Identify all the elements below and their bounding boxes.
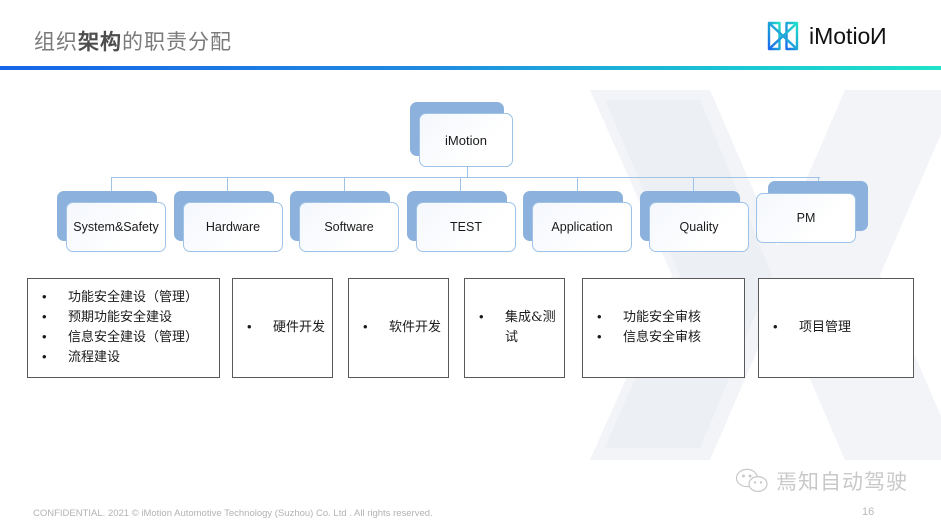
wechat-watermark-label: 焉知自动驾驶 [776,471,908,494]
footer-confidential-text: CONFIDENTIAL. 2021 © iMotion Automotive … [33,508,433,519]
duty-item: 预期功能安全建设 [40,307,213,328]
duty-item: 信息安全审核 [595,327,738,348]
duty-box-system-safety: 功能安全建设（管理） 预期功能安全建设 信息安全建设（管理） 流程建设 [27,278,220,378]
org-node-root[interactable]: iMotion [410,102,513,167]
org-node-label-software: Software [299,202,399,252]
duty-box-quality: 功能安全审核 信息安全审核 [582,278,745,378]
connector-drop-test [460,177,462,191]
org-node-test[interactable]: TEST [407,191,516,252]
org-node-software[interactable]: Software [290,191,399,252]
org-node-quality[interactable]: Quality [640,191,749,252]
duty-list-test: 集成&测试 [465,307,564,348]
duty-list-software: 软件开发 [349,317,448,338]
duty-box-pm: 项目管理 [758,278,914,378]
connector-drop-system-safety [111,177,113,191]
duty-list-quality: 功能安全审核 信息安全审核 [583,307,744,348]
org-node-label-application: Application [532,202,632,252]
org-node-system-safety[interactable]: System&Safety [57,191,166,252]
brand-wordmark-reversed-n: N [870,22,887,49]
org-node-label-pm: PM [756,193,856,243]
wechat-watermark: 焉知自动驾驶 [735,466,908,496]
duty-list-pm: 项目管理 [759,317,913,338]
duty-box-test: 集成&测试 [464,278,565,378]
duty-item: 信息安全建设（管理） [40,327,213,348]
org-node-hardware[interactable]: Hardware [174,191,283,252]
connector-drop-quality [693,177,695,191]
duty-item: 功能安全建设（管理） [40,287,213,308]
duty-item: 流程建设 [40,347,213,368]
connector-drop-software [344,177,346,191]
org-node-pm[interactable]: PM [756,181,868,243]
page-title-part-2: 的职责分配 [122,31,232,54]
duty-box-software: 软件开发 [348,278,449,378]
org-node-label-hardware: Hardware [183,202,283,252]
duty-list-hardware: 硬件开发 [233,317,332,338]
connector-drop-hardware [227,177,229,191]
brand-wordmark-main: iMotio [809,22,871,49]
duty-item: 集成&测试 [477,307,558,348]
connector-drop-application [577,177,579,191]
duty-item: 软件开发 [361,317,442,338]
duty-item: 项目管理 [771,317,907,338]
connector-root-drop [467,167,469,178]
org-node-label-system-safety: System&Safety [66,202,166,252]
org-node-application[interactable]: Application [523,191,632,252]
duty-box-hardware: 硬件开发 [232,278,333,378]
page-title: 组织架构的职责分配 [34,26,232,56]
org-node-label-quality: Quality [649,202,749,252]
page-title-part-1: 组织 [34,31,78,54]
wechat-icon [735,468,768,493]
duty-item: 硬件开发 [245,317,326,338]
page-title-emphasis: 架构 [78,31,122,54]
org-chart: iMotion System&Safety Hardware Software … [0,70,941,470]
page-number: 16 [862,506,875,518]
org-node-label-test: TEST [416,202,516,252]
duty-item: 功能安全审核 [595,307,738,328]
connector-horizontal-bus [111,177,820,179]
org-node-label-root: iMotion [419,113,513,167]
duty-list-system-safety: 功能安全建设（管理） 预期功能安全建设 信息安全建设（管理） 流程建设 [28,287,219,368]
imotion-bowtie-icon [767,21,799,51]
header-gradient-rule [0,66,941,70]
